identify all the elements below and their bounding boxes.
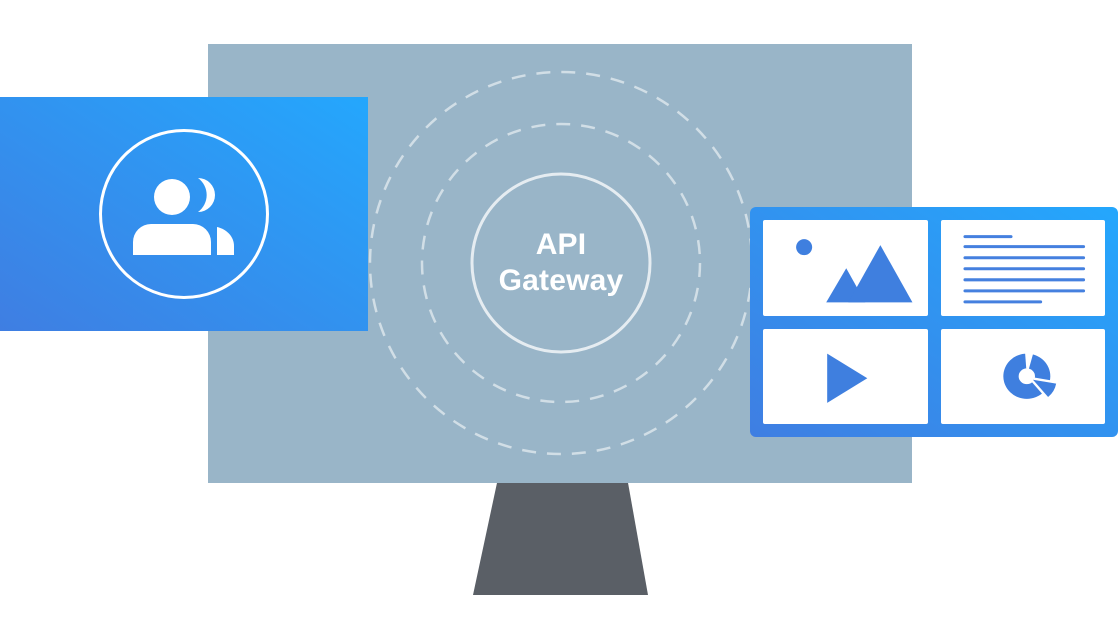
gateway-label: API Gateway	[499, 227, 624, 299]
image-icon	[796, 239, 913, 303]
play-icon	[827, 353, 868, 403]
pie-chart-icon	[1002, 348, 1057, 399]
users-icon	[133, 178, 234, 255]
big-mountain	[848, 245, 913, 303]
media-panel	[750, 207, 1118, 437]
pie-top-gap	[1024, 348, 1034, 376]
users-card	[0, 97, 368, 331]
photo-sun-dot	[796, 239, 813, 256]
gateway-label-line1: API	[535, 228, 587, 261]
media-cell-analytics	[940, 328, 1105, 424]
users-circle-outline	[99, 129, 269, 299]
text-lines-icon	[962, 235, 1085, 304]
media-cell-text	[940, 220, 1105, 316]
monitor-stand	[473, 483, 648, 595]
gateway-hub-circle	[470, 172, 652, 354]
pie-pulled-slice	[1032, 379, 1056, 397]
inner-dashed-ring	[420, 122, 702, 404]
media-cell-image	[763, 220, 928, 316]
gateway-label-line2: Gateway	[498, 264, 624, 297]
media-cell-video	[763, 328, 928, 424]
